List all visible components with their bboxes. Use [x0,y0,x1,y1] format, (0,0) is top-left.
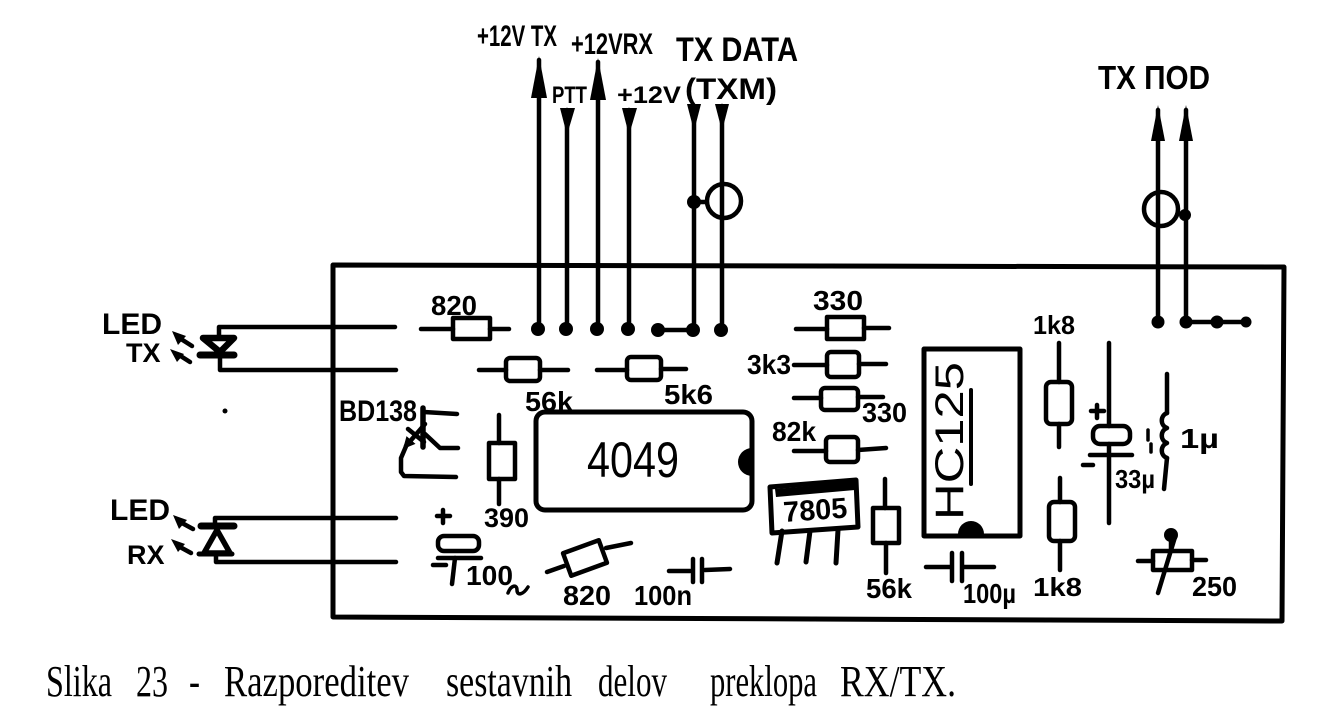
svg-text:BD138: BD138 [339,395,417,428]
svg-text:+12V TX: +12V TX [477,20,557,53]
svg-text:+12VRX: +12VRX [571,28,653,61]
svg-text:330: 330 [862,397,907,428]
svg-text:100n: 100n [634,580,692,611]
svg-text:330: 330 [813,285,863,316]
svg-text:4049: 4049 [587,432,679,488]
svg-text:82k: 82k [772,416,816,447]
svg-text:+12V: +12V [617,82,681,109]
svg-text:820: 820 [563,580,611,611]
svg-text:HC125: HC125 [928,362,972,520]
svg-text:1k8: 1k8 [1033,572,1082,602]
svg-text:1k8: 1k8 [1033,310,1075,340]
svg-text:LED: LED [110,494,170,527]
svg-text:820: 820 [431,290,477,321]
svg-text:250: 250 [1192,571,1237,602]
svg-text:3k3: 3k3 [747,349,791,380]
svg-text:1µ: 1µ [1180,423,1219,454]
svg-text:PTT: PTT [552,82,587,109]
svg-text:56k: 56k [525,386,573,417]
svg-text:LED: LED [102,308,162,341]
svg-text:100µ: 100µ [963,578,1016,609]
svg-text:TX: TX [126,338,161,368]
svg-text:5k6: 5k6 [664,379,713,410]
svg-text:33µ: 33µ [1115,464,1155,494]
svg-text:(TXM): (TXM) [685,73,777,106]
svg-text:TX DATA: TX DATA [676,31,798,69]
svg-text:Slika 23 - Razpore: Slika 23 - Razporeditev sestavnih delov … [46,657,956,706]
svg-text:390: 390 [484,503,529,533]
svg-text:100: 100 [466,560,513,591]
svg-text:TX ΠOD: TX ΠOD [1098,59,1210,96]
svg-text:RX: RX [127,540,165,570]
svg-text:7805: 7805 [782,493,848,529]
svg-text:56k: 56k [866,573,912,604]
